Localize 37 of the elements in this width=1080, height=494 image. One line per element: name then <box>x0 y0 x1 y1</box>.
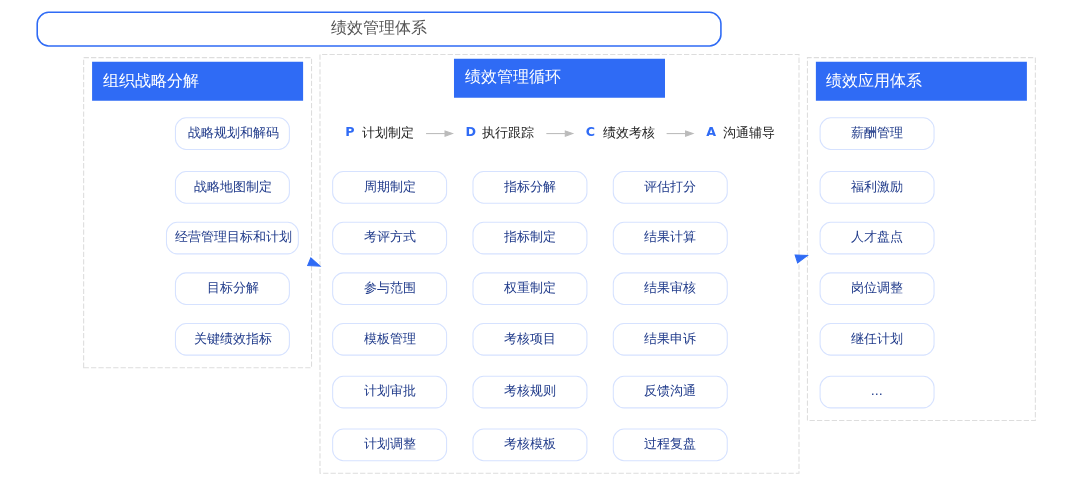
node-text: P 计划制定 <box>344 124 414 141</box>
node-box: 福利激励 <box>819 171 935 204</box>
node-box: 模板管理 <box>331 322 447 356</box>
node-text: D 执行跟踪 <box>465 124 534 141</box>
node-box: ... <box>819 375 935 409</box>
node-box: 周期制定 <box>331 171 447 204</box>
node-box: 人才盘点 <box>819 221 935 255</box>
node-box: 关键绩效指标 <box>174 322 290 356</box>
node-box: 经营管理目标和计划 <box>165 221 299 255</box>
node-box: 反馈沟通 <box>612 375 728 409</box>
node-box: 指标制定 <box>471 221 587 255</box>
node-box: 指标分解 <box>471 171 587 204</box>
node-box: 计划调整 <box>331 428 447 462</box>
node-box: 薪酬管理 <box>819 117 935 150</box>
node-text: C 绩效考核 <box>585 124 655 141</box>
arrow <box>545 130 574 137</box>
node-box: 结果审核 <box>612 272 728 306</box>
node-box: 绩效管理体系 <box>35 11 722 47</box>
node-box: 考核规则 <box>471 375 587 409</box>
node-box: 战略规划和解码 <box>174 117 290 150</box>
node-box: 过程复盘 <box>612 428 728 462</box>
node-box: 评估打分 <box>612 171 728 204</box>
node-box: 权重制定 <box>471 272 587 306</box>
node-box: 战略地图制定 <box>174 171 290 204</box>
node-box: 目标分解 <box>174 272 290 306</box>
node-box: 考评方式 <box>331 221 447 255</box>
arrow <box>665 130 695 137</box>
node-text: A 沟通辅导 <box>705 124 775 141</box>
node-box: 考核项目 <box>471 322 587 356</box>
arrow <box>425 130 454 137</box>
node-box: 考核模板 <box>471 428 587 462</box>
node-box: 计划审批 <box>331 375 447 409</box>
node-box: 岗位调整 <box>819 272 935 306</box>
node-box: 继任计划 <box>819 322 935 356</box>
node-box: 结果计算 <box>612 221 728 255</box>
node-box: 结果申诉 <box>612 322 728 356</box>
node-box: 参与范围 <box>331 272 447 306</box>
